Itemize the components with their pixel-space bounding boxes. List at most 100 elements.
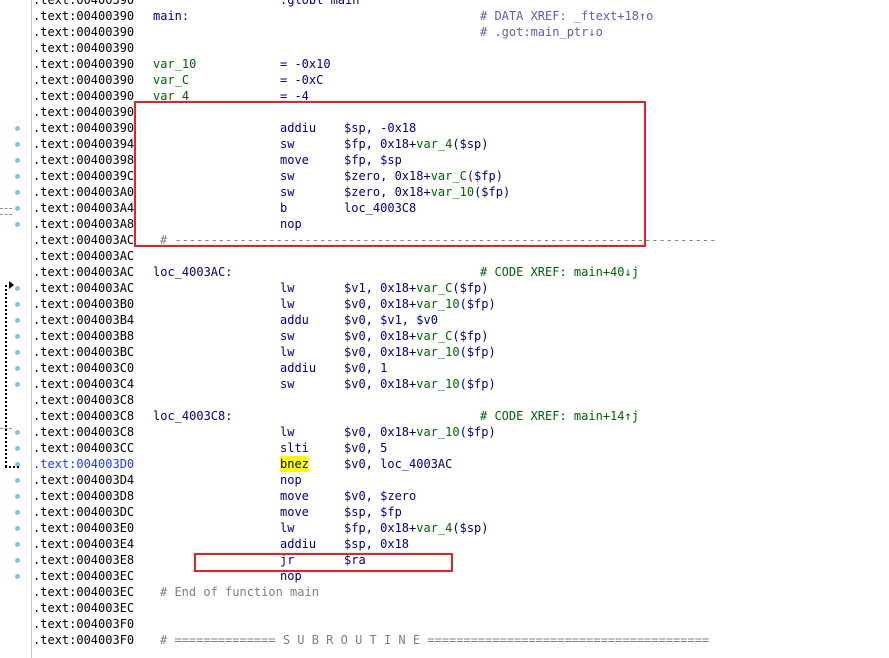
breakpoint-dot-icon[interactable] <box>15 206 20 211</box>
operands[interactable]: $v0, 5 <box>344 441 388 455</box>
breakpoint-dot-icon[interactable] <box>15 350 20 355</box>
mnemonic[interactable]: lw <box>280 281 295 295</box>
listing-line[interactable]: .text:004003F0# ============== S U B R O… <box>33 632 883 648</box>
operands[interactable]: $sp, -0x18 <box>344 121 417 135</box>
breakpoint-dot-icon[interactable] <box>15 318 20 323</box>
breakpoint-dot-icon[interactable] <box>15 190 20 195</box>
mnemonic[interactable]: slti <box>280 441 309 455</box>
operands[interactable]: $v0, 0x18+var_C($fp) <box>344 329 489 343</box>
listing-line[interactable]: .text:004003EC# End of function main <box>33 584 883 600</box>
mnemonic[interactable]: move <box>280 153 309 167</box>
breakpoint-dot-icon[interactable] <box>15 542 20 547</box>
mnemonic[interactable]: lw <box>280 521 295 535</box>
breakpoint-dot-icon[interactable] <box>15 382 20 387</box>
breakpoint-dot-icon[interactable] <box>15 510 20 515</box>
mnemonic[interactable]: addiu <box>280 121 317 135</box>
operands[interactable]: $ra <box>344 553 366 567</box>
code-label[interactable]: loc_4003AC: <box>153 265 233 279</box>
listing-line[interactable]: .text:00400390.globl main <box>33 0 883 8</box>
listing-line[interactable]: .text:004003C8 <box>33 392 883 408</box>
breakpoint-dot-icon[interactable] <box>15 574 20 579</box>
mnemonic[interactable]: lw <box>280 345 295 359</box>
breakpoint-dot-icon[interactable] <box>15 478 20 483</box>
mnemonic[interactable]: nop <box>280 569 302 583</box>
operands[interactable]: $v0, 1 <box>344 361 388 375</box>
operands[interactable]: $sp, $fp <box>344 505 402 519</box>
mnemonic[interactable]: addiu <box>280 361 317 375</box>
listing-line[interactable]: .text:00400390 <box>33 104 883 120</box>
operands[interactable]: $v0, 0x18+var_10($fp) <box>344 297 496 311</box>
operands[interactable]: $sp, 0x18 <box>344 537 410 551</box>
breakpoint-dot-icon[interactable] <box>15 558 20 563</box>
operands[interactable]: $fp, 0x18+var_4($sp) <box>344 137 489 151</box>
breakpoint-dot-icon[interactable] <box>15 526 20 531</box>
breakpoint-dot-icon[interactable] <box>15 462 20 467</box>
operands[interactable]: $v0, 0x18+var_10($fp) <box>344 345 496 359</box>
xref-comment[interactable]: # CODE XREF: main+40↓j <box>480 265 639 279</box>
breakpoint-dot-icon[interactable] <box>15 142 20 147</box>
code-label[interactable]: main: <box>153 9 190 23</box>
mnemonic[interactable]: addu <box>280 313 309 327</box>
mnemonic[interactable]: nop <box>280 217 302 231</box>
breakpoint-dot-icon[interactable] <box>15 446 20 451</box>
operands[interactable]: $zero, 0x18+var_C($fp) <box>344 169 503 183</box>
operands[interactable]: $v0, 0x18+var_10($fp) <box>344 377 496 391</box>
mnemonic[interactable]: sw <box>280 377 295 391</box>
operands[interactable]: $v0, $v1, $v0 <box>344 313 438 327</box>
breakpoint-dot-icon[interactable] <box>15 302 20 307</box>
listing-line[interactable]: .text:00400390# .got:main_ptr↓o <box>33 24 883 40</box>
breakpoint-dot-icon[interactable] <box>15 286 20 291</box>
mnemonic[interactable]: jr <box>280 553 295 567</box>
operands[interactable]: $v0, 0x18+var_10($fp) <box>344 425 496 439</box>
breakpoint-dot-icon[interactable] <box>15 494 20 499</box>
breakpoint-dot-icon[interactable] <box>15 222 20 227</box>
listing-line[interactable]: .text:004003AC# ------------------------… <box>33 232 883 248</box>
xref-comment[interactable]: # CODE XREF: main+14↑j <box>480 409 639 423</box>
mnemonic[interactable]: lw <box>280 297 295 311</box>
mnemonic[interactable]: move <box>280 489 309 503</box>
mnemonic[interactable]: b <box>280 201 288 215</box>
operands[interactable]: $v0, loc_4003AC <box>344 457 453 471</box>
mnemonic[interactable]: nop <box>280 473 302 487</box>
breakpoint-dot-icon[interactable] <box>15 334 20 339</box>
listing-line[interactable]: .text:004003AC <box>33 248 883 264</box>
mnemonic[interactable]: sw <box>280 169 295 183</box>
listing-line[interactable]: .text:00400390 <box>33 40 883 56</box>
operands[interactable]: $v1, 0x18+var_C($fp) <box>344 281 489 295</box>
mnemonic[interactable]: sw <box>280 185 295 199</box>
breakpoint-dot-icon[interactable] <box>15 126 20 131</box>
mnemonic[interactable]: bnez <box>280 456 309 472</box>
breakpoint-dot-icon[interactable] <box>15 366 20 371</box>
code-label[interactable]: loc_4003C8: <box>153 409 233 423</box>
breakpoint-dot-icon[interactable] <box>15 174 20 179</box>
breakpoint-dot-icon[interactable] <box>15 430 20 435</box>
